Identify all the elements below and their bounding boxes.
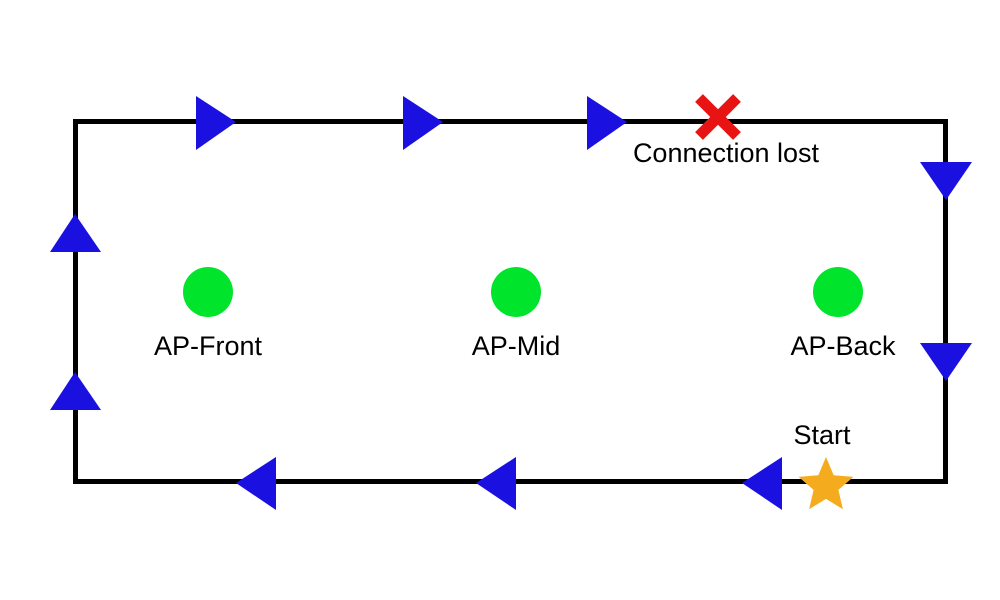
arrow-right-2-icon bbox=[920, 343, 972, 381]
arrow-left-2-icon bbox=[50, 214, 101, 252]
connection-lost-event: Connection lost bbox=[633, 94, 820, 168]
direction-arrow-group bbox=[50, 96, 972, 510]
access-point-group: AP-Front AP-Mid AP-Back bbox=[154, 267, 896, 361]
ap-mid-label: AP-Mid bbox=[472, 331, 561, 361]
ap-back-node-icon[interactable] bbox=[813, 267, 863, 317]
arrow-top-3-icon bbox=[587, 96, 627, 150]
arrow-top-1-icon bbox=[196, 96, 236, 150]
ap-front-label: AP-Front bbox=[154, 331, 263, 361]
ap-front-node-icon[interactable] bbox=[183, 267, 233, 317]
start-star-icon[interactable] bbox=[798, 457, 854, 510]
start-label: Start bbox=[793, 420, 851, 450]
connection-lost-x-icon bbox=[695, 94, 741, 140]
start-marker-group: Start bbox=[793, 420, 854, 510]
arrow-right-1-icon bbox=[920, 162, 972, 200]
connection-lost-label: Connection lost bbox=[633, 138, 820, 168]
arrow-bottom-2-icon bbox=[476, 457, 516, 510]
ap-back-label: AP-Back bbox=[790, 331, 896, 361]
ap-mid-node-icon[interactable] bbox=[491, 267, 541, 317]
arrow-bottom-1-icon bbox=[742, 457, 782, 510]
arrow-left-1-icon bbox=[50, 372, 101, 410]
arrow-bottom-3-icon bbox=[236, 457, 276, 510]
arrow-top-2-icon bbox=[403, 96, 443, 150]
